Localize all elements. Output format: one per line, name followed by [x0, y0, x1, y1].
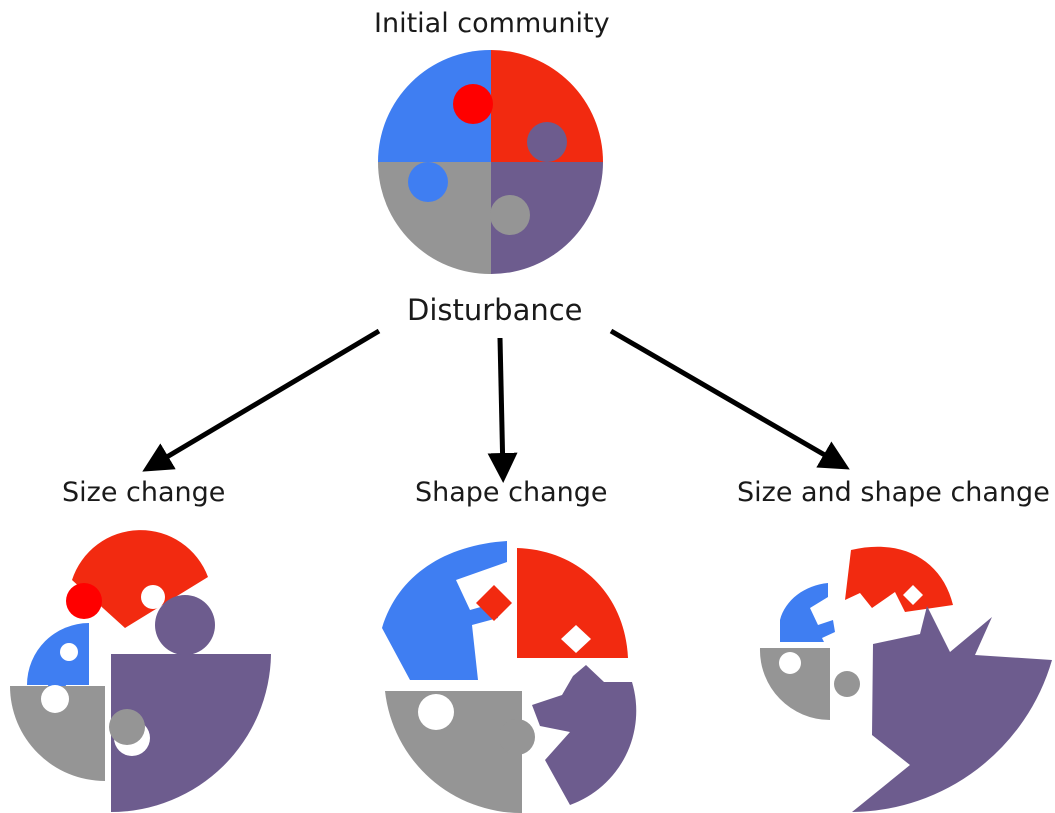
purple-large-piece	[852, 606, 1052, 812]
gray-quadrant	[378, 162, 491, 275]
gray-notch	[779, 652, 801, 674]
initial-community-puzzle	[378, 49, 603, 275]
red-diamond-notch	[903, 585, 923, 605]
red-fan-piece	[72, 530, 208, 628]
blue-notch	[60, 643, 78, 661]
purple-quadrant	[491, 162, 603, 274]
shape-change-label: Shape change	[415, 477, 608, 508]
red-angular-piece	[517, 548, 628, 658]
red-knob	[453, 84, 493, 124]
gray-knob	[109, 709, 145, 745]
red-knob	[66, 583, 102, 619]
arrows	[142, 328, 850, 483]
arrow-to-size-change	[142, 328, 381, 472]
purple-knob	[155, 595, 215, 655]
red-angular-piece	[845, 546, 953, 612]
blue-quadrant	[378, 49, 491, 163]
blue-angular-piece	[382, 541, 507, 680]
disturbance-label: Disturbance	[407, 293, 583, 327]
arrow-to-size-and-shape-change	[609, 328, 850, 470]
gray-knob	[490, 195, 530, 235]
size-and-shape-change-puzzle	[759, 546, 1052, 812]
initial-community-label: Initial community	[374, 8, 610, 39]
gray-quarter-piece	[385, 691, 522, 813]
purple-quarter-piece	[111, 654, 271, 812]
red-quadrant	[491, 50, 603, 162]
purple-knob	[527, 122, 567, 162]
blue-quarter-piece	[27, 623, 89, 685]
red-notch	[141, 585, 165, 609]
purple-angular-piece	[532, 665, 637, 805]
size-and-shape-change-label: Size and shape change	[737, 477, 1050, 508]
gray-notch	[41, 685, 69, 713]
red-diamond-notch	[561, 625, 591, 653]
gray-knob	[834, 671, 860, 697]
gray-quarter-piece	[759, 648, 830, 720]
shape-change-puzzle	[382, 541, 637, 813]
red-diamond-tab	[476, 585, 512, 621]
size-change-puzzle	[10, 530, 271, 812]
gray-notch	[418, 694, 454, 730]
arrow-to-shape-change	[487, 337, 518, 483]
blue-angular-piece	[780, 583, 835, 642]
gray-knob	[499, 719, 535, 755]
size-change-label: Size change	[62, 477, 226, 508]
blue-knob	[408, 162, 448, 202]
gray-quarter-piece	[10, 686, 105, 781]
